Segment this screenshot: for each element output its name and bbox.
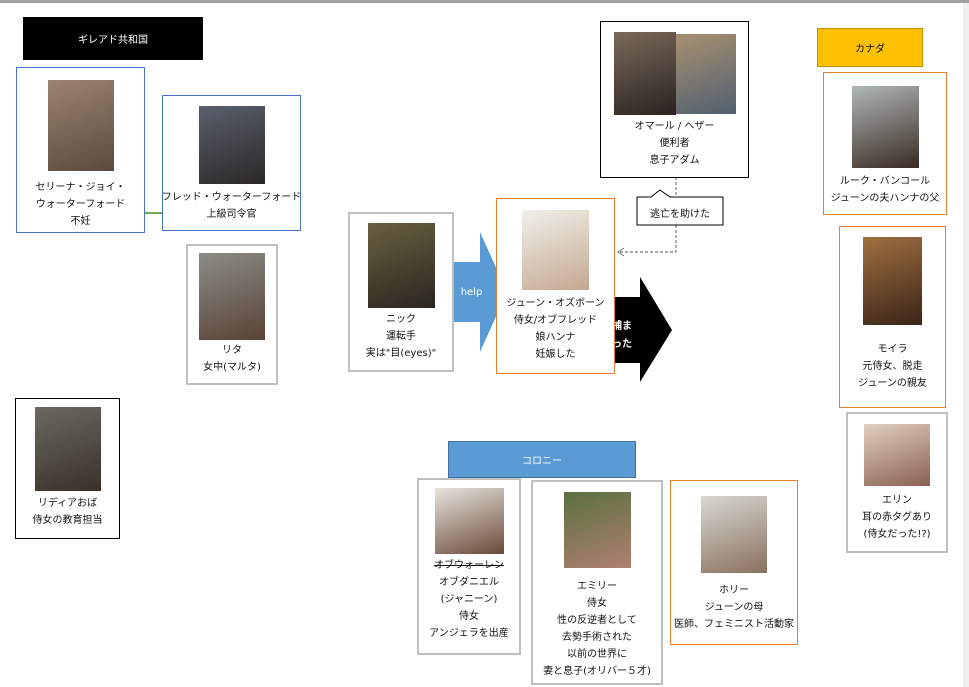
role: 女中(マルタ)	[203, 362, 261, 373]
name: ホリー	[719, 585, 749, 596]
group-colony: コロニー	[448, 441, 636, 478]
name: ニック	[386, 314, 416, 325]
name: オマール / ヘザー	[634, 121, 715, 132]
role: 侍女	[587, 598, 607, 609]
photo	[675, 34, 736, 114]
photo	[522, 210, 589, 290]
callout-shape	[636, 189, 724, 226]
captured-label: 捕ま った	[612, 321, 632, 350]
photo	[47, 80, 114, 171]
role: 侍女/オブフレッド	[513, 315, 598, 326]
card-nick: ニック 運転手 実は"目(eyes)"	[348, 212, 454, 372]
role: 運転手	[386, 331, 416, 342]
card-omar-heather: オマール / ヘザー 便利者 息子アダム	[600, 21, 749, 178]
photo	[613, 32, 676, 115]
photo	[34, 407, 101, 491]
group-gilead: ギレアド共和国	[23, 17, 203, 60]
note: 耳の赤タグあり	[862, 512, 932, 523]
name: フレッド・ウォーターフォード	[161, 192, 302, 203]
card-holly: ホリー ジューンの母 医師、フェミニスト活動家	[670, 480, 798, 645]
card-luke: ルーク・バンコール ジューンの夫ハンナの父	[823, 72, 947, 215]
callout-label: 逃亡を助けた	[650, 208, 710, 220]
note: 息子アダム	[649, 155, 700, 166]
help-arrow	[449, 232, 507, 352]
role: ジューンの母	[704, 602, 764, 613]
dashed-connector	[619, 177, 677, 253]
note: 娘ハンナ	[535, 332, 576, 343]
name: (ジャニーン)	[440, 594, 498, 605]
former-name: オブウォーレン	[434, 560, 504, 571]
photo	[851, 86, 919, 168]
photo	[864, 424, 930, 486]
top-bar	[0, 0, 969, 3]
name: リタ	[222, 345, 242, 356]
note: 性の反逆者として	[557, 615, 637, 626]
group-label: コロニー	[522, 456, 562, 467]
card-emily: エミリー 侍女 性の反逆者として 去勢手術された 以前の世界に 妻と息子(オリバ…	[531, 480, 663, 685]
card-serena: セリーナ・ジョイ・ ウォーターフォード 不妊	[16, 67, 145, 233]
role: 元侍女、脱走	[862, 361, 923, 372]
name: モイラ	[877, 344, 908, 355]
card-moira: モイラ 元侍女、脱走 ジューンの親友	[839, 226, 946, 408]
photo	[863, 237, 922, 325]
card-erin: エリン 耳の赤タグあり (侍女だった!?)	[846, 412, 948, 553]
note: 以前の世界に	[567, 649, 627, 660]
photo	[701, 496, 767, 573]
role: ジューンの夫ハンナの父	[830, 193, 940, 204]
photo	[199, 253, 265, 340]
name: ウォーターフォード	[35, 199, 126, 210]
role: 上級司令官	[206, 209, 257, 220]
photo	[434, 488, 504, 554]
scrollbar[interactable]	[963, 3, 969, 687]
card-rita: リタ 女中(マルタ)	[186, 244, 278, 385]
name: エミリー	[577, 581, 617, 592]
photo	[367, 223, 435, 308]
name: オブダニエル	[439, 577, 499, 588]
note: 実は"目(eyes)"	[365, 348, 437, 359]
group-canada: カナダ	[817, 28, 923, 67]
note: 妻と息子(オリバー５才)	[543, 666, 651, 677]
card-june: ジューン・オズボーン 侍女/オブフレッド 娘ハンナ 妊娠した	[496, 198, 615, 374]
arrowhead-icon	[617, 247, 625, 257]
role: 不妊	[70, 216, 91, 227]
note: 妊娠した	[535, 349, 576, 360]
card-fred: フレッド・ウォーターフォード 上級司令官	[162, 95, 301, 231]
help-label: help	[460, 286, 483, 298]
group-label: カナダ	[855, 44, 885, 55]
role: 侍女の教育担当	[32, 515, 103, 526]
captured-arrow	[608, 277, 672, 382]
note: アンジェラを出産	[429, 628, 509, 639]
photo	[198, 106, 265, 184]
name: エリン	[882, 495, 912, 506]
note: (侍女だった!?)	[863, 529, 931, 540]
photo	[563, 492, 631, 568]
card-lydia: リディアおば 侍女の教育担当	[15, 398, 120, 539]
marriage-line	[145, 212, 162, 214]
note: 医師、フェミニスト活動家	[674, 619, 794, 630]
name: セリーナ・ジョイ・	[35, 182, 126, 193]
name: リディアおば	[37, 498, 98, 509]
card-janine: オブウォーレン オブダニエル (ジャニーン) 侍女 アンジェラを出産	[417, 478, 521, 655]
note: 去勢手術された	[562, 632, 632, 643]
group-label: ギレアド共和国	[78, 35, 148, 46]
name: ルーク・バンコール	[839, 176, 931, 187]
role: 侍女	[459, 611, 479, 622]
name: ジューン・オズボーン	[506, 298, 605, 309]
note: ジューンの親友	[858, 378, 927, 389]
role: 便利者	[659, 138, 690, 149]
